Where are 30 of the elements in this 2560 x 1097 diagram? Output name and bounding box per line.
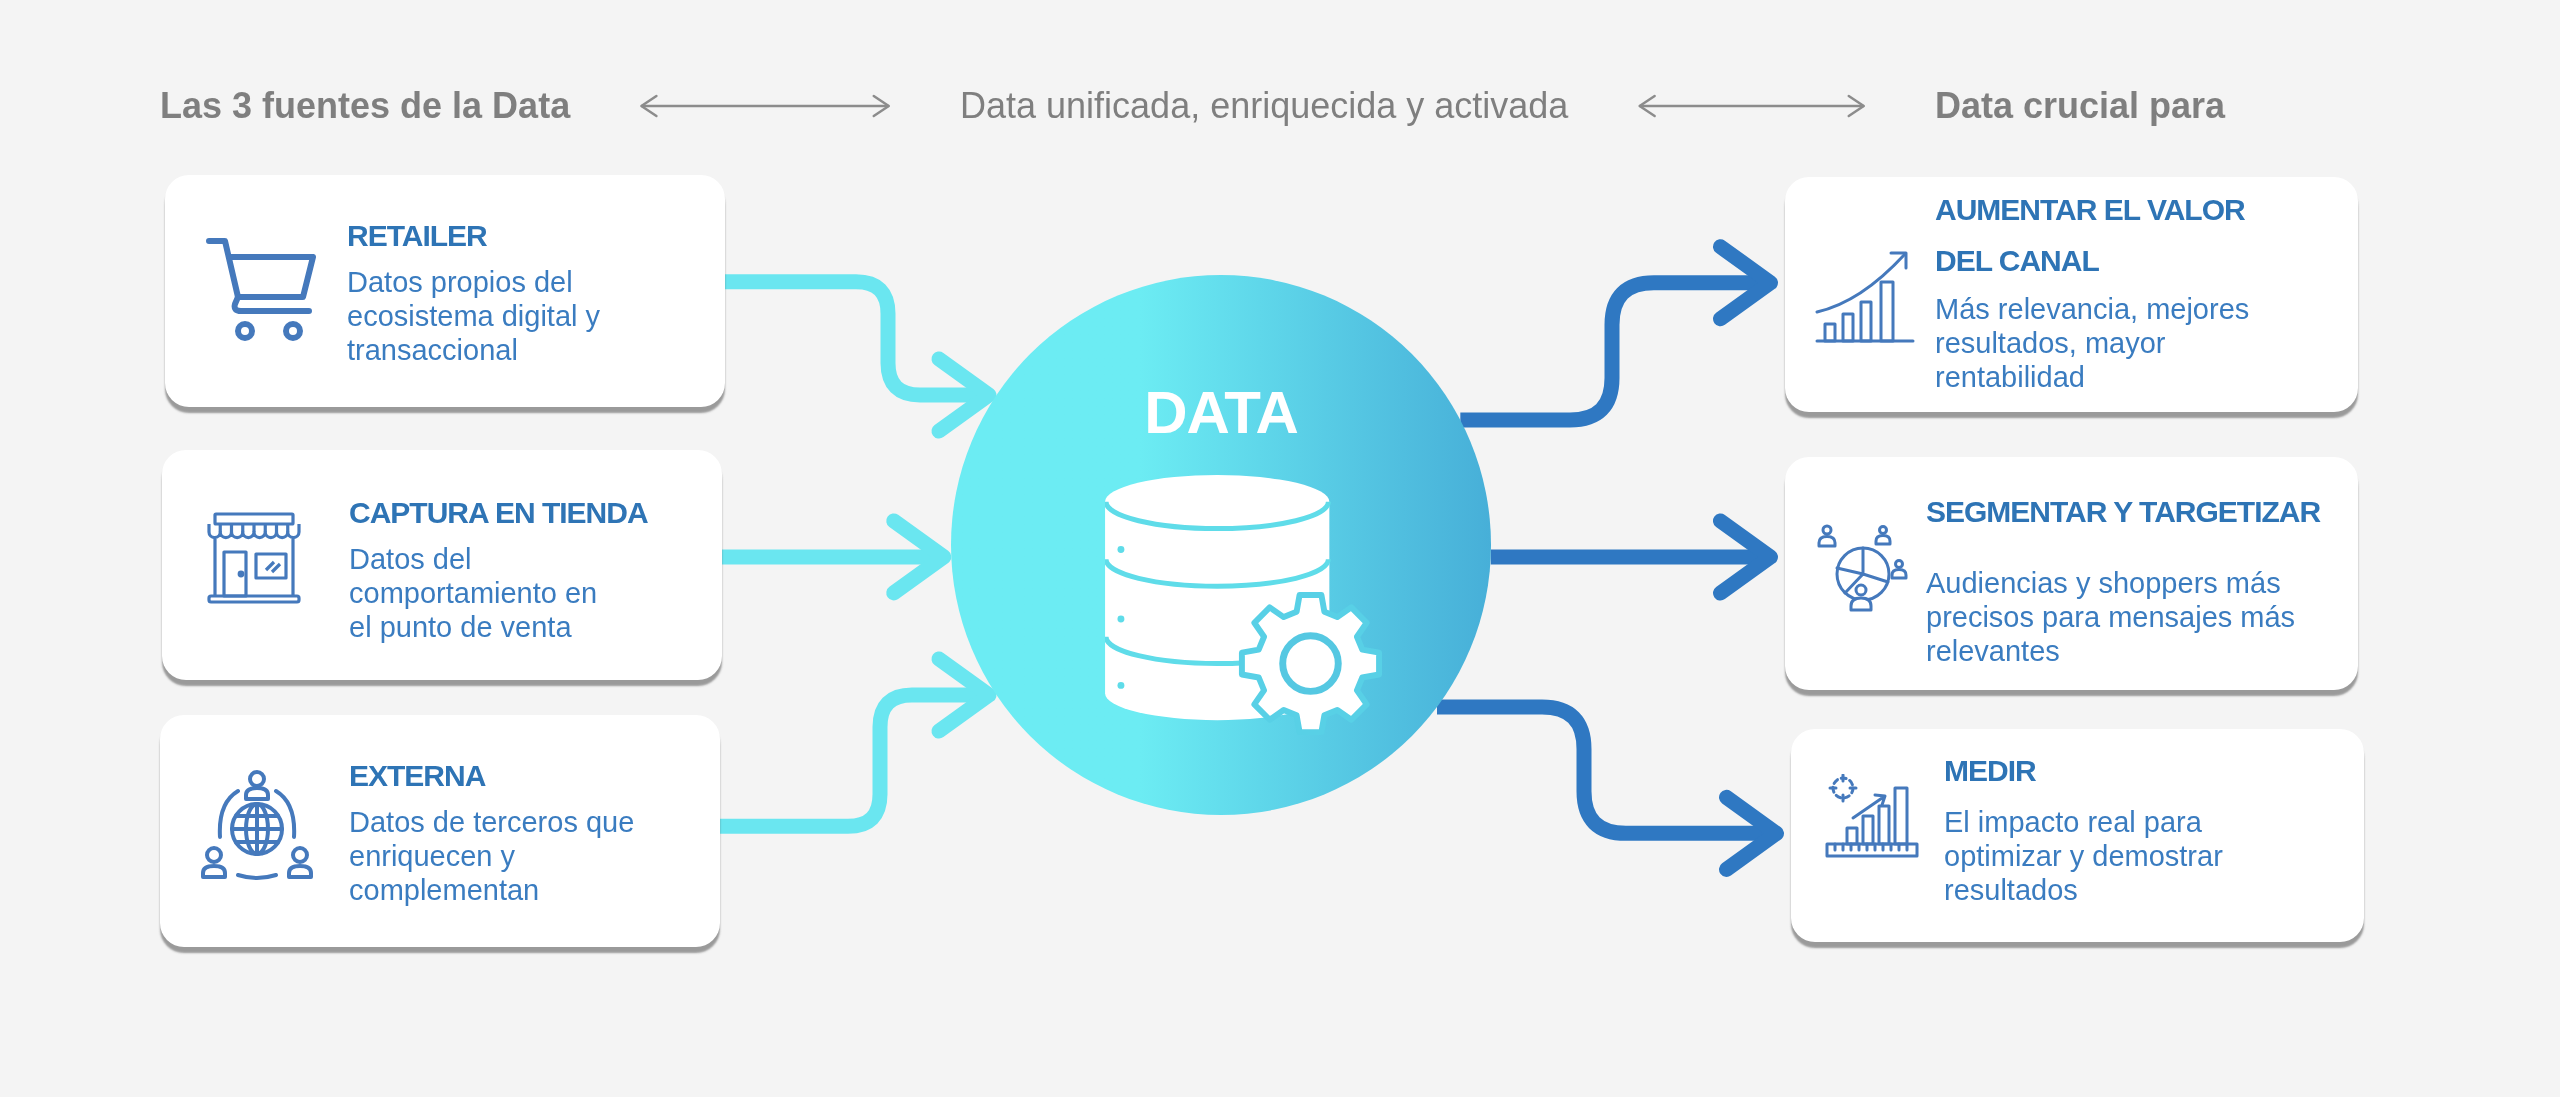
card-title: EXTERNA xyxy=(349,758,486,794)
card-description: Más relevancia, mejores resultados, mayor rentabilidad xyxy=(1935,292,2251,394)
source-card xyxy=(162,450,722,680)
card-description: Datos de terceros que enriquecen y complementan xyxy=(349,805,636,907)
benefit-card xyxy=(1785,177,2358,412)
flow-arrow xyxy=(722,513,952,601)
benefit-card xyxy=(1785,457,2358,690)
flow-arrow xyxy=(720,651,997,834)
hub-title: DATA xyxy=(1144,383,1298,443)
source-card xyxy=(160,715,720,947)
flow-arrow xyxy=(725,274,997,439)
flow-arrow xyxy=(1460,239,1778,428)
card-title: CAPTURA EN TIENDA xyxy=(349,495,648,531)
column-heading: Data crucial para xyxy=(1935,85,2226,127)
card-description: Datos propios del ecosistema digital y transaccional xyxy=(347,265,602,367)
card-title: SEGMENTAR Y TARGETIZAR xyxy=(1926,494,2321,530)
column-heading: Data unificada, enriquecida y activada xyxy=(960,85,1569,127)
card-description: El impacto real para optimizar y demostrar resultados xyxy=(1944,805,2224,907)
card-description: Audiencias y shoppers más precisos para mensajes más relevantes xyxy=(1926,566,2297,668)
card-title: AUMENTAR EL VALOR DEL CANAL xyxy=(1935,192,2246,279)
double-headed-arrow xyxy=(640,94,890,118)
column-heading: Las 3 fuentes de la Data xyxy=(160,85,571,127)
flow-arrow xyxy=(1437,699,1784,877)
card-title: RETAILER xyxy=(347,218,487,254)
double-headed-arrow xyxy=(1638,94,1865,118)
flow-arrow xyxy=(1490,513,1778,601)
card-title: MEDIR xyxy=(1944,753,2036,789)
card-description: Datos del comportamiento en el punto de venta xyxy=(349,542,599,644)
source-card xyxy=(165,175,725,407)
benefit-card xyxy=(1791,729,2364,942)
